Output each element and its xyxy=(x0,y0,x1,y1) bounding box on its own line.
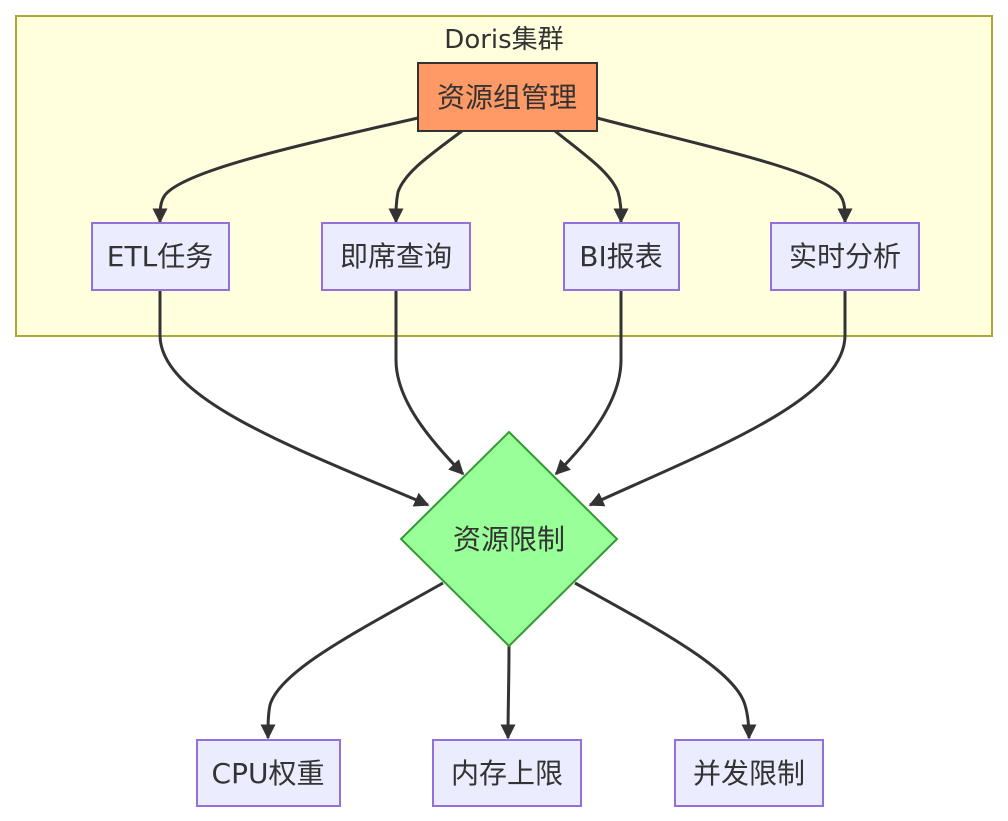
edges xyxy=(152,116,853,740)
node-box xyxy=(770,222,920,291)
node-resource-group-management: 资源组管理 xyxy=(417,62,598,132)
node-concurrency-limit: 并发限制 xyxy=(674,739,824,807)
node-label: BI报表 xyxy=(579,240,662,273)
edge-realtime-to-limit xyxy=(588,290,847,507)
node-label: 实时分析 xyxy=(789,240,901,273)
node-box xyxy=(432,739,582,807)
edge-mgmt-to-etl xyxy=(152,116,419,224)
edge-mgmt-to-bi xyxy=(554,129,629,224)
node-label: 资源限制 xyxy=(453,523,565,556)
node-resource-limit: 资源限制 xyxy=(399,430,619,648)
node-realtime-analysis: 实时分析 xyxy=(770,222,920,291)
edge-limit-to-memory xyxy=(500,645,516,740)
node-box xyxy=(674,739,824,807)
cluster-title: Doris集群 xyxy=(444,25,563,55)
node-box xyxy=(196,739,341,807)
node-label: 内存上限 xyxy=(451,757,563,790)
node-label: CPU权重 xyxy=(212,757,325,790)
edge-etl-to-limit xyxy=(158,290,430,507)
node-bi-report: BI报表 xyxy=(563,222,680,291)
edge-mgmt-to-realtime xyxy=(596,116,853,224)
node-label: 并发限制 xyxy=(693,757,805,790)
node-cpu-weight: CPU权重 xyxy=(196,739,341,807)
node-diamond xyxy=(399,430,619,648)
node-box xyxy=(563,222,680,291)
node-box xyxy=(417,62,598,132)
node-label: 即席查询 xyxy=(340,240,452,273)
edge-bi-to-limit xyxy=(554,290,623,476)
node-label: ETL任务 xyxy=(107,240,213,273)
edge-limit-to-cpu xyxy=(260,581,444,740)
node-box xyxy=(321,222,471,291)
node-box xyxy=(91,222,230,291)
edge-mgmt-to-adhoc xyxy=(388,129,463,224)
edge-limit-to-concurrency xyxy=(574,581,757,740)
node-label: 资源组管理 xyxy=(437,81,577,114)
node-adhoc-query: 即席查询 xyxy=(321,222,471,291)
edge-adhoc-to-limit xyxy=(394,290,465,476)
node-memory-limit: 内存上限 xyxy=(432,739,582,807)
node-etl-task: ETL任务 xyxy=(91,222,230,291)
